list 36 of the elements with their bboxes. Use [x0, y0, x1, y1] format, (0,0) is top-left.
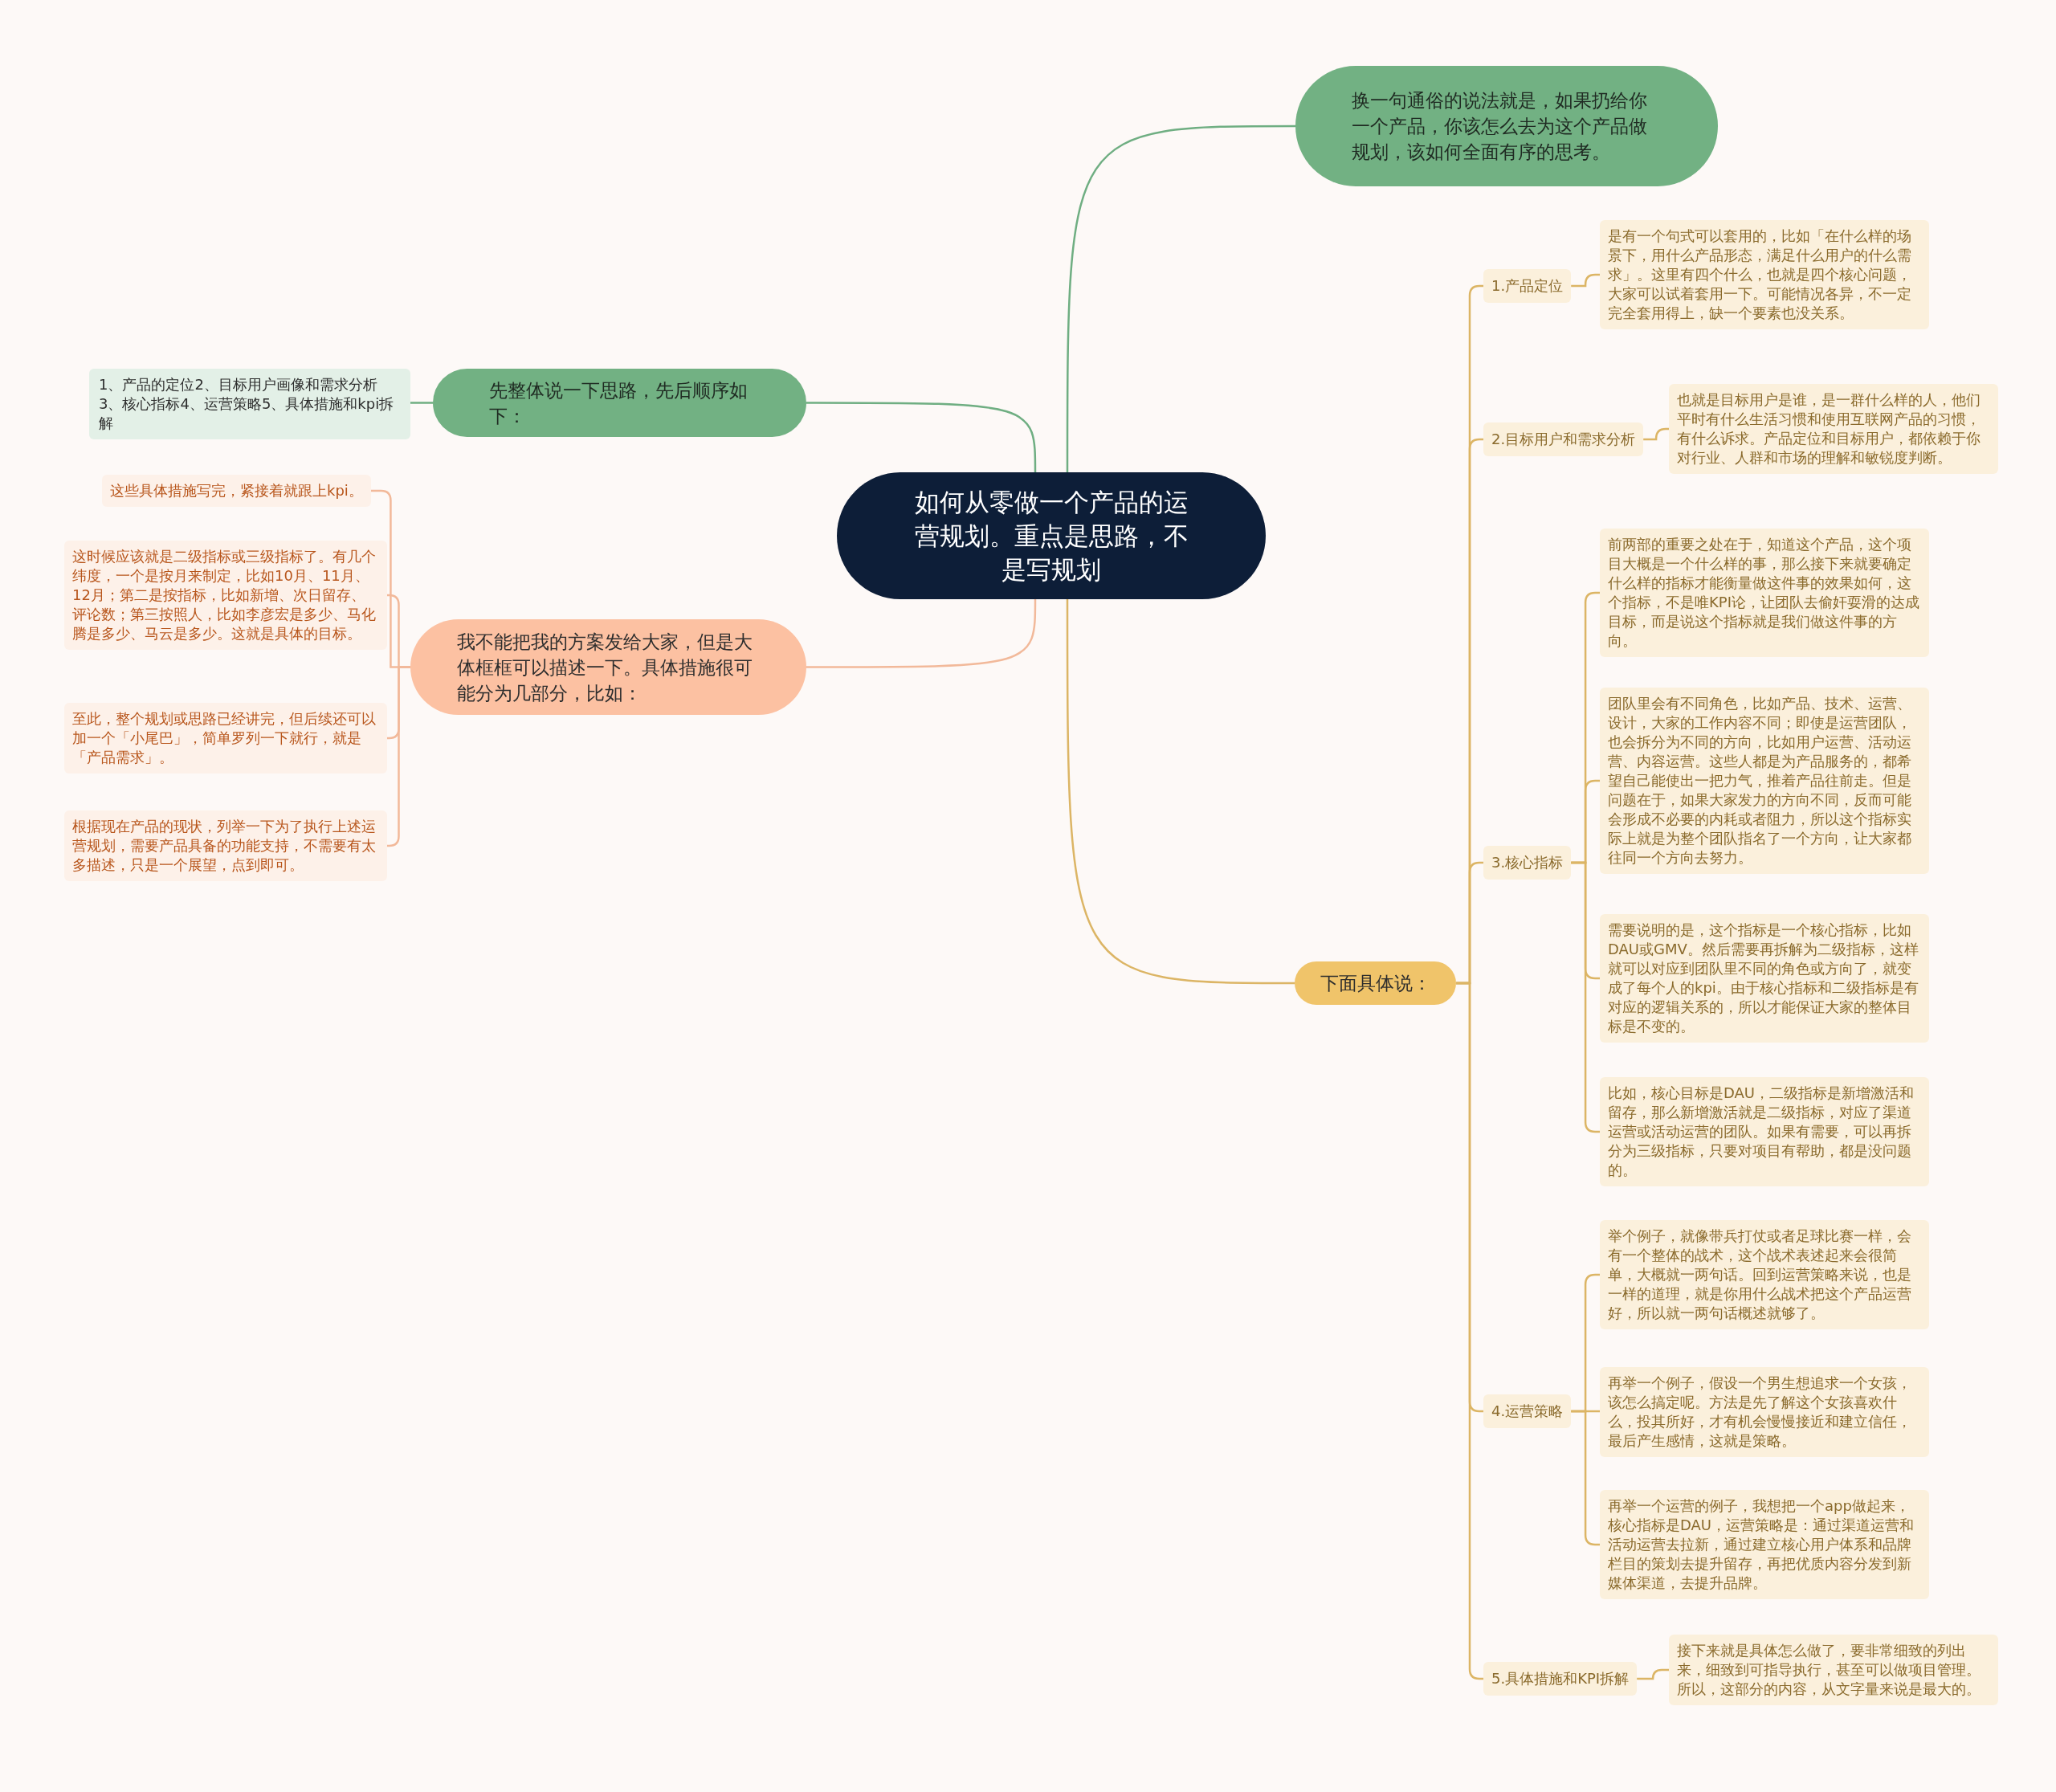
note-card: 再举一个运营的例子，我想把一个app做起来，核心指标是DAU，运营策略是：通过渠道运营和活动运营去拉新，通过建立核心用户体系和品牌栏目的策划去提升留存，再把优质内容分发到新媒体渠道，去提升品牌。: [1600, 1490, 1929, 1599]
note-card: 团队里会有不同角色，比如产品、技术、运营、设计，大家的工作内容不同；即使是运营团队，也会拆分为不同的方向，比如用户运营、活动运营、内容运营。这些人都是为产品服务的，都希望自己能使出一把力气，推着产品往前走。但是问题在于，如果大家发力的方向不同，反而可能会形成不必要的内耗或者阻力，所以这个指标实际上就是为整个团队指名了一个方向，让大家都往同一个方向去努力。: [1600, 688, 1929, 874]
note-card: 接下来就是具体怎么做了，要非常细致的列出来，细致到可指导执行，甚至可以做项目管理。所以，这部分的内容，从文字量来说是最大的。: [1669, 1635, 1998, 1705]
note-card: 也就是目标用户是谁，是一群什么样的人，他们平时有什么生活习惯和使用互联网产品的习惯，有什么诉求。产品定位和目标用户，都依赖于你对行业、人群和市场的理解和敏锐度判断。: [1669, 384, 1998, 474]
note-card: 再举一个例子，假设一个男生想追求一个女孩，该怎么搞定呢。方法是先了解这个女孩喜欢什么，投其所好，才有机会慢慢接近和建立信任，最后产生感情，这就是策略。: [1600, 1367, 1929, 1457]
connector-line: [410, 402, 433, 404]
note-card: 根据现在产品的现状，列举一下为了执行上述运营规划，需要产品具备的功能支持，不需要有太多描述，只是一个展望，点到即可。: [64, 810, 387, 881]
connector-line: [806, 599, 1037, 668]
note-card: 这些具体措施写完，紧接着就跟上kpi。: [102, 475, 371, 507]
note-card: 举个例子，就像带兵打仗或者足球比赛一样，会有一个整体的战术，这个战术表述起来会很简单，大概就一两句话。回到运营策略来说，也是一样的道理，就是你用什么战术把这个产品运营好，所以就一两句话概述就够了。: [1600, 1220, 1929, 1329]
subtopic-card: 2.目标用户和需求分析: [1483, 422, 1644, 456]
subtopic-card: 1.产品定位: [1483, 269, 1572, 303]
topic-pill: 先整体说一下思路，先后顺序如下：: [433, 369, 806, 437]
topic-pill: 下面具体说：: [1295, 961, 1456, 1005]
note-card: 需要说明的是，这个指标是一个核心指标，比如DAU或GMV。然后需要再拆解为二级指标，这样就可以对应到团队里不同的角色或方向了，就变成了每个人的kpi。由于核心指标和二级指标是有对应的逻辑关系的，所以才能保证大家的整体目标是不变的。: [1600, 914, 1929, 1043]
subtopic-card: 4.运营策略: [1483, 1394, 1572, 1428]
connector-line: [1571, 861, 1600, 1133]
connector-line: [1637, 1668, 1669, 1680]
connector-line: [1571, 1410, 1600, 1546]
note-card: 至此，整个规划或思路已经讲完，但后续还可以加一个「小尾巴」，简单罗列一下就行，就是「产品需求」。: [64, 703, 387, 774]
topic-pill: 换一句通俗的说法就是，如果扔给你一个产品，你该怎么去为这个产品做规划，该如何全面有序的思考。: [1295, 66, 1718, 186]
connector-line: [1643, 427, 1669, 441]
note-card: 这时候应该就是二级指标或三级指标了。有几个纬度，一个是按月来制定，比如10月、11月、12月；第二是按指标，比如新增、次日留存、评论数；第三按照人，比如李彦宏是多少、马化腾是多少、马云是多少。这就是具体的目标。: [64, 541, 387, 650]
connector-line: [1066, 599, 1295, 985]
connector-line: [806, 402, 1037, 472]
note-card: 前两部的重要之处在于，知道这个产品，这个项目大概是一个什么样的事，那么接下来就要确定什么样的指标才能衡量做这件事的效果如何，这个指标，不是唯KPI论，让团队去偷奸耍滑的达成目标，而是说这个指标就是我们做这件事的方向。: [1600, 529, 1929, 657]
note-card: 1、产品的定位2、目标用户画像和需求分析3、核心指标4、运营策略5、具体措施和kpi拆解: [89, 369, 410, 439]
topic-pill: 我不能把我的方案发给大家，但是大体框框可以描述一下。具体措施很可能分为几部分，比如：: [410, 619, 806, 715]
subtopic-card: 3.核心指标: [1483, 846, 1572, 880]
connector-line: [387, 666, 410, 847]
note-card: 比如，核心目标是DAU，二级指标是新增激活和留存，那么新增激活就是二级指标，对应了渠道运营或活动运营的团队。如果有需要，可以再拆分为三级指标，只要对项目有帮助，都是没问题的。: [1600, 1077, 1929, 1186]
connector-line: [1066, 125, 1295, 472]
subtopic-card: 5.具体措施和KPI拆解: [1483, 1662, 1638, 1696]
note-card: 是有一个句式可以套用的，比如「在什么样的场景下，用什么产品形态，满足什么用户的什么需求」。这里有四个什么，也就是四个核心问题，大家可以试着套用一下。可能情况各异，不一定完全套用得上，缺一个要素也没关系。: [1600, 220, 1929, 329]
central-topic: 如何从零做一个产品的运营规划。重点是思路，不是写规划: [837, 472, 1266, 599]
connector-line: [1571, 273, 1600, 288]
